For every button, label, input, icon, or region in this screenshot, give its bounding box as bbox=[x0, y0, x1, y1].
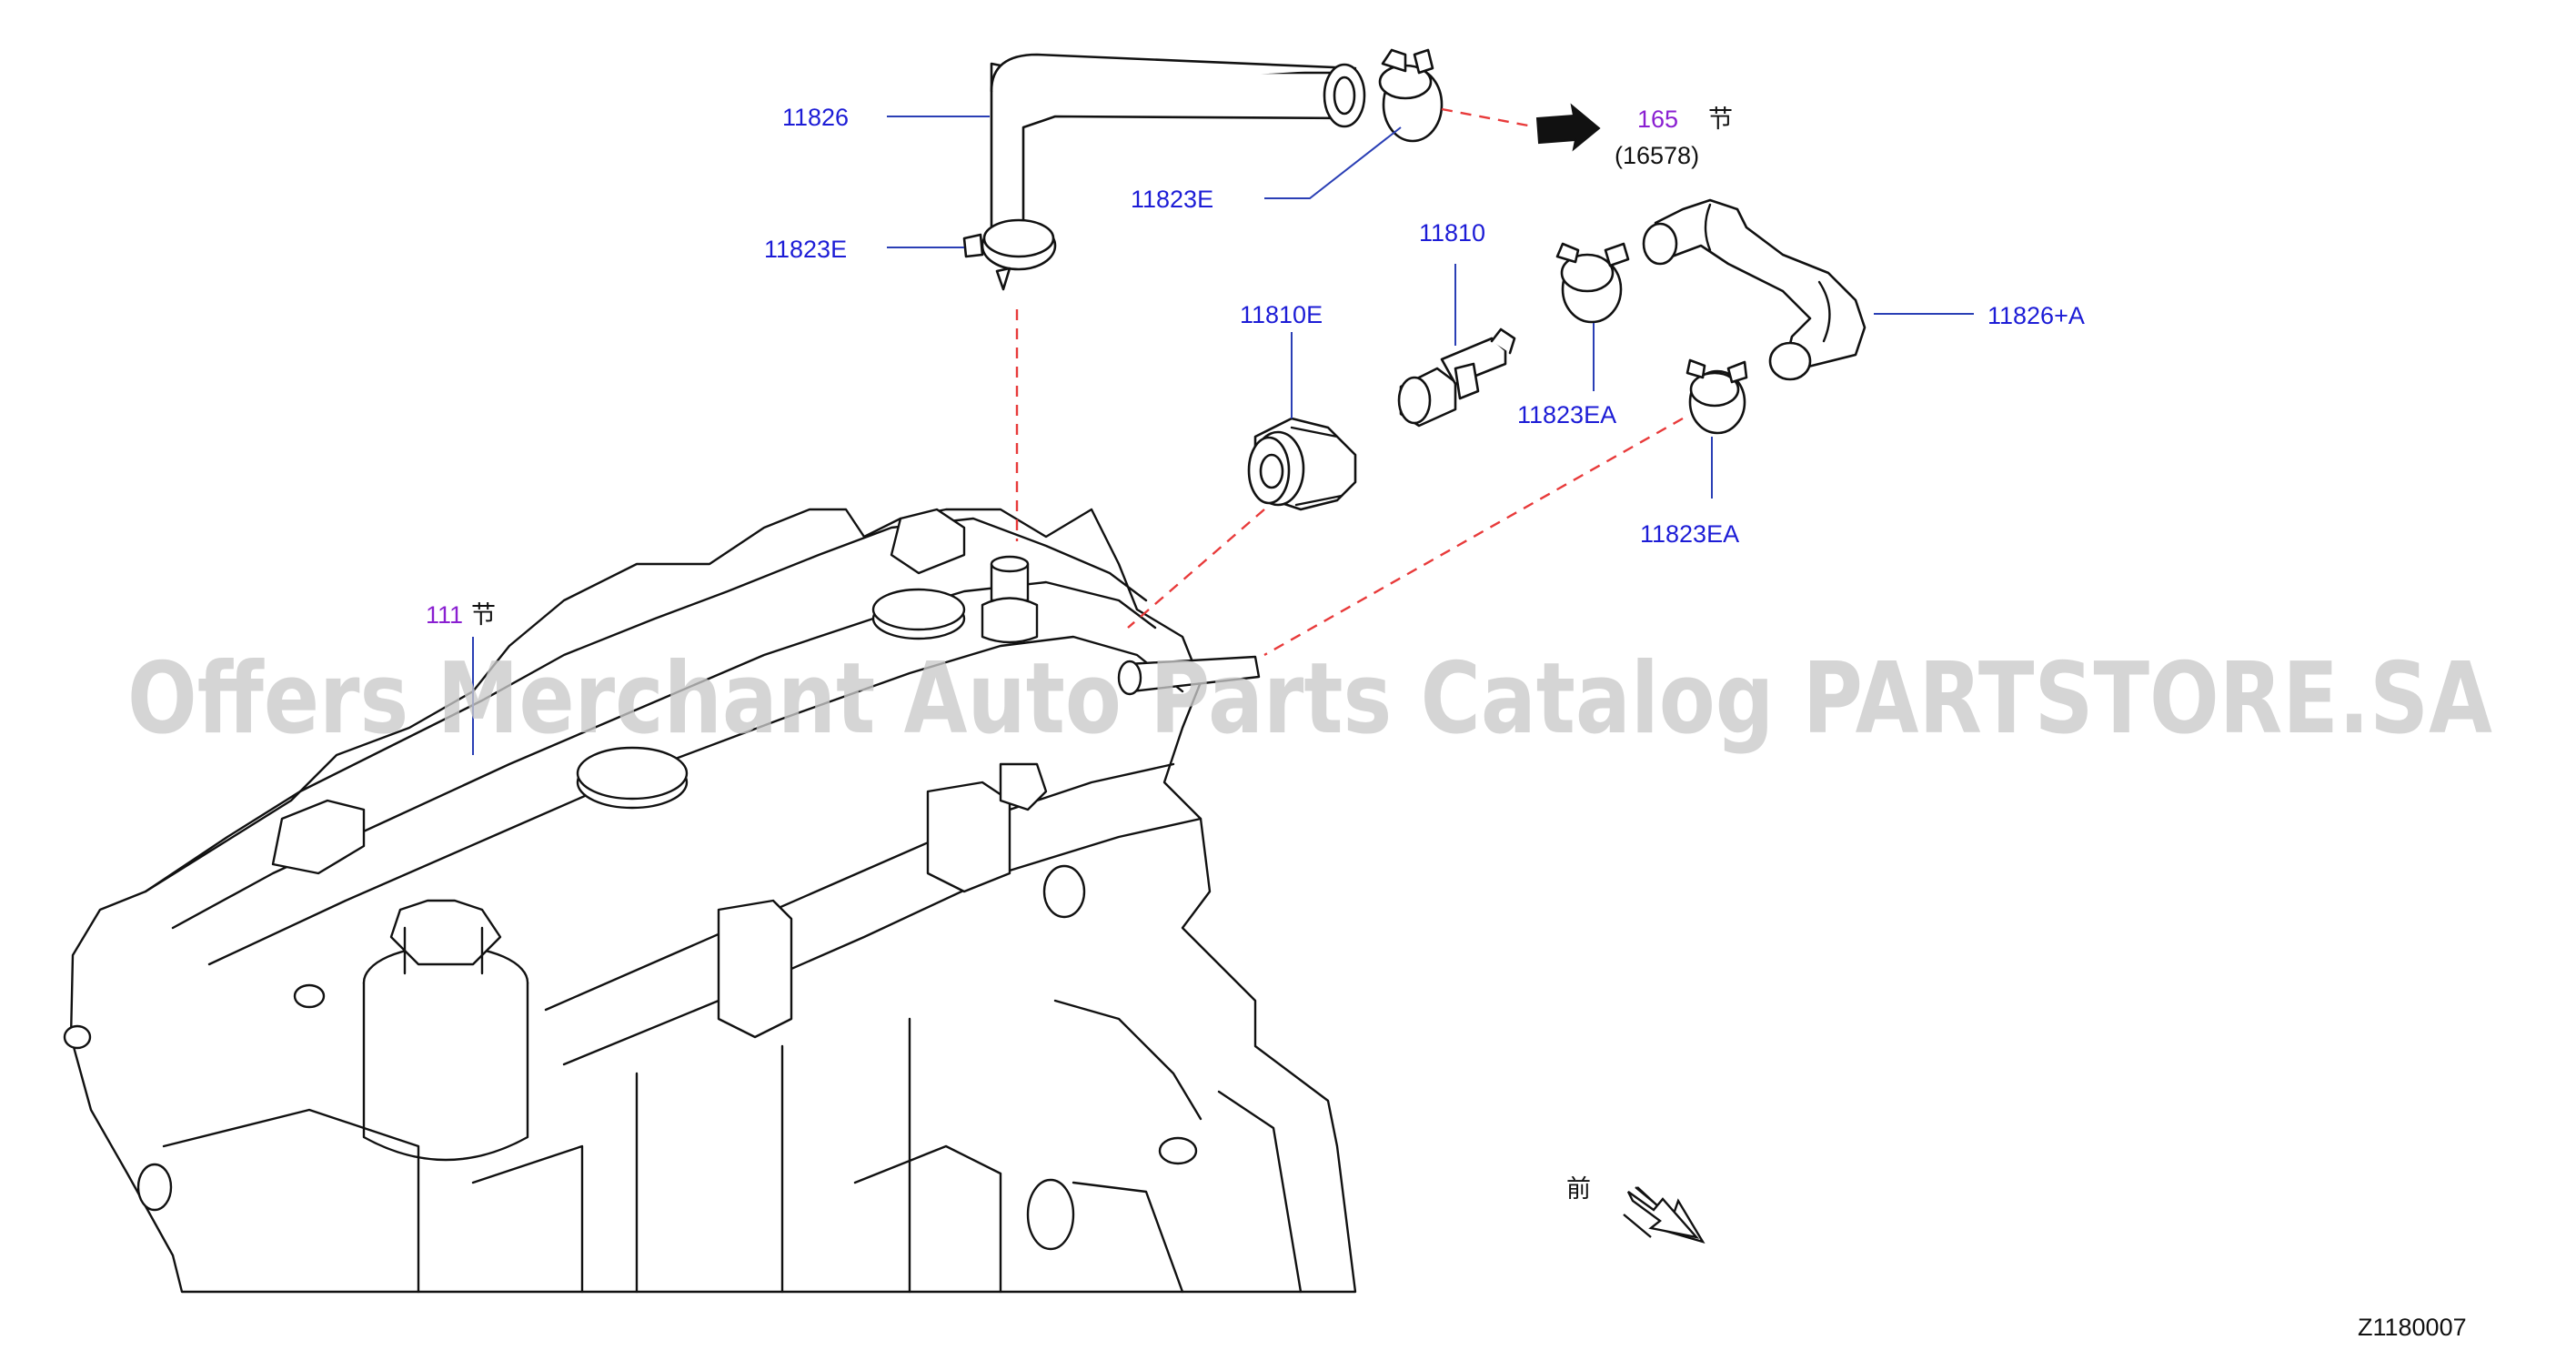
hose-clamp-ea-upper[interactable] bbox=[1555, 242, 1630, 324]
callout-11823ea-upper[interactable]: 11823EA bbox=[1517, 401, 1616, 428]
lower-breather-hose[interactable] bbox=[1642, 198, 1867, 381]
pcv-valve[interactable] bbox=[1397, 327, 1516, 428]
section-ref-111-suffix: 节 bbox=[471, 601, 496, 629]
hose-clamp-upper-left[interactable] bbox=[962, 218, 1057, 291]
ref-part-16578: (16578) bbox=[1615, 142, 1699, 169]
callout-11810e[interactable]: 11810E bbox=[1240, 301, 1323, 328]
callout-11810[interactable]: 11810 bbox=[1419, 219, 1485, 247]
reference-arrow-icon bbox=[1535, 103, 1601, 152]
pcv-grommet[interactable] bbox=[1247, 417, 1357, 511]
hose-clamp-upper-right[interactable] bbox=[1378, 48, 1444, 143]
section-ref-111[interactable]: 111 bbox=[426, 601, 463, 629]
callout-11826a[interactable]: 11826+A bbox=[1987, 302, 2085, 329]
connection-lines bbox=[1015, 107, 1684, 657]
leader-lines bbox=[472, 116, 1974, 755]
upper-breather-hose[interactable] bbox=[990, 53, 1366, 234]
callout-11826[interactable]: 11826 bbox=[782, 104, 849, 131]
engine-assembly-illustration bbox=[63, 508, 1357, 1294]
section-ref-165-suffix: 节 bbox=[1708, 106, 1733, 133]
watermark: Offers Merchant Auto Parts Catalog PARTS… bbox=[127, 642, 2492, 756]
section-ref-165[interactable]: 165 bbox=[1637, 106, 1678, 133]
front-label: 前 bbox=[1566, 1175, 1591, 1203]
callout-11823ea-lower[interactable]: 11823EA bbox=[1640, 520, 1739, 548]
front-arrow-outline bbox=[1626, 1191, 1700, 1239]
callout-11823e-left[interactable]: 11823E bbox=[764, 236, 847, 263]
callout-11823e-right[interactable]: 11823E bbox=[1131, 186, 1213, 213]
hose-clamp-ea-lower[interactable] bbox=[1685, 358, 1748, 435]
diagram-code: Z1180007 bbox=[2358, 1314, 2467, 1341]
